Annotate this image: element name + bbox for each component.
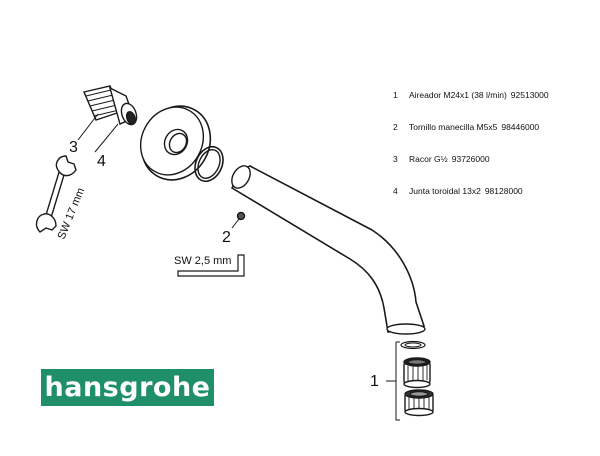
hex-key-size-label: SW 2,5 mm (174, 255, 231, 267)
part-code: 98128000 (484, 186, 523, 196)
o-ring-drawing (194, 145, 224, 183)
grub-screw-drawing (231, 211, 246, 229)
spout-drawing (230, 165, 426, 335)
parts-list-row: 2 Tornillo manecilla M5x5 98446000 (393, 122, 598, 154)
hex-key-drawing (177, 254, 245, 277)
callout-4: 4 (97, 153, 106, 170)
part-code: 93726000 (451, 154, 490, 164)
wrench-drawing (35, 155, 77, 233)
part-number: 4 (393, 186, 398, 196)
callout-1: 1 (370, 373, 379, 390)
part-description: Tornillo manecilla M5x5 (409, 122, 498, 132)
part-number: 3 (393, 154, 398, 164)
brand-logo: hansgrohe (41, 369, 214, 406)
parts-list-row: 3 Racor G½ 93726000 (393, 154, 598, 186)
callout-2: 2 (222, 229, 231, 246)
wrench-size-label: SW 17 mm (56, 186, 88, 241)
parts-list-row: 4 Junta toroidal 13x2 98128000 (393, 186, 598, 218)
part-number: 2 (393, 122, 398, 132)
parts-list-row: 1 Aireador M24x1 (38 l/min) 92513000 (393, 90, 598, 122)
thread-fitting-drawing (83, 85, 138, 126)
part-code: 98446000 (501, 122, 540, 132)
part-number: 1 (393, 90, 398, 100)
aerator-drawing (386, 340, 434, 421)
callout-3: 3 (69, 139, 78, 156)
part-description: Racor G½ (409, 154, 448, 164)
brand-logo-text: hansgrohe (44, 372, 211, 403)
rosette-drawing (139, 105, 212, 181)
parts-list: 1 Aireador M24x1 (38 l/min) 92513000 2 T… (393, 90, 598, 218)
part-description: Junta toroidal 13x2 (409, 186, 481, 196)
part-description: Aireador M24x1 (38 l/min) (409, 90, 507, 100)
part-code: 92513000 (510, 90, 549, 100)
